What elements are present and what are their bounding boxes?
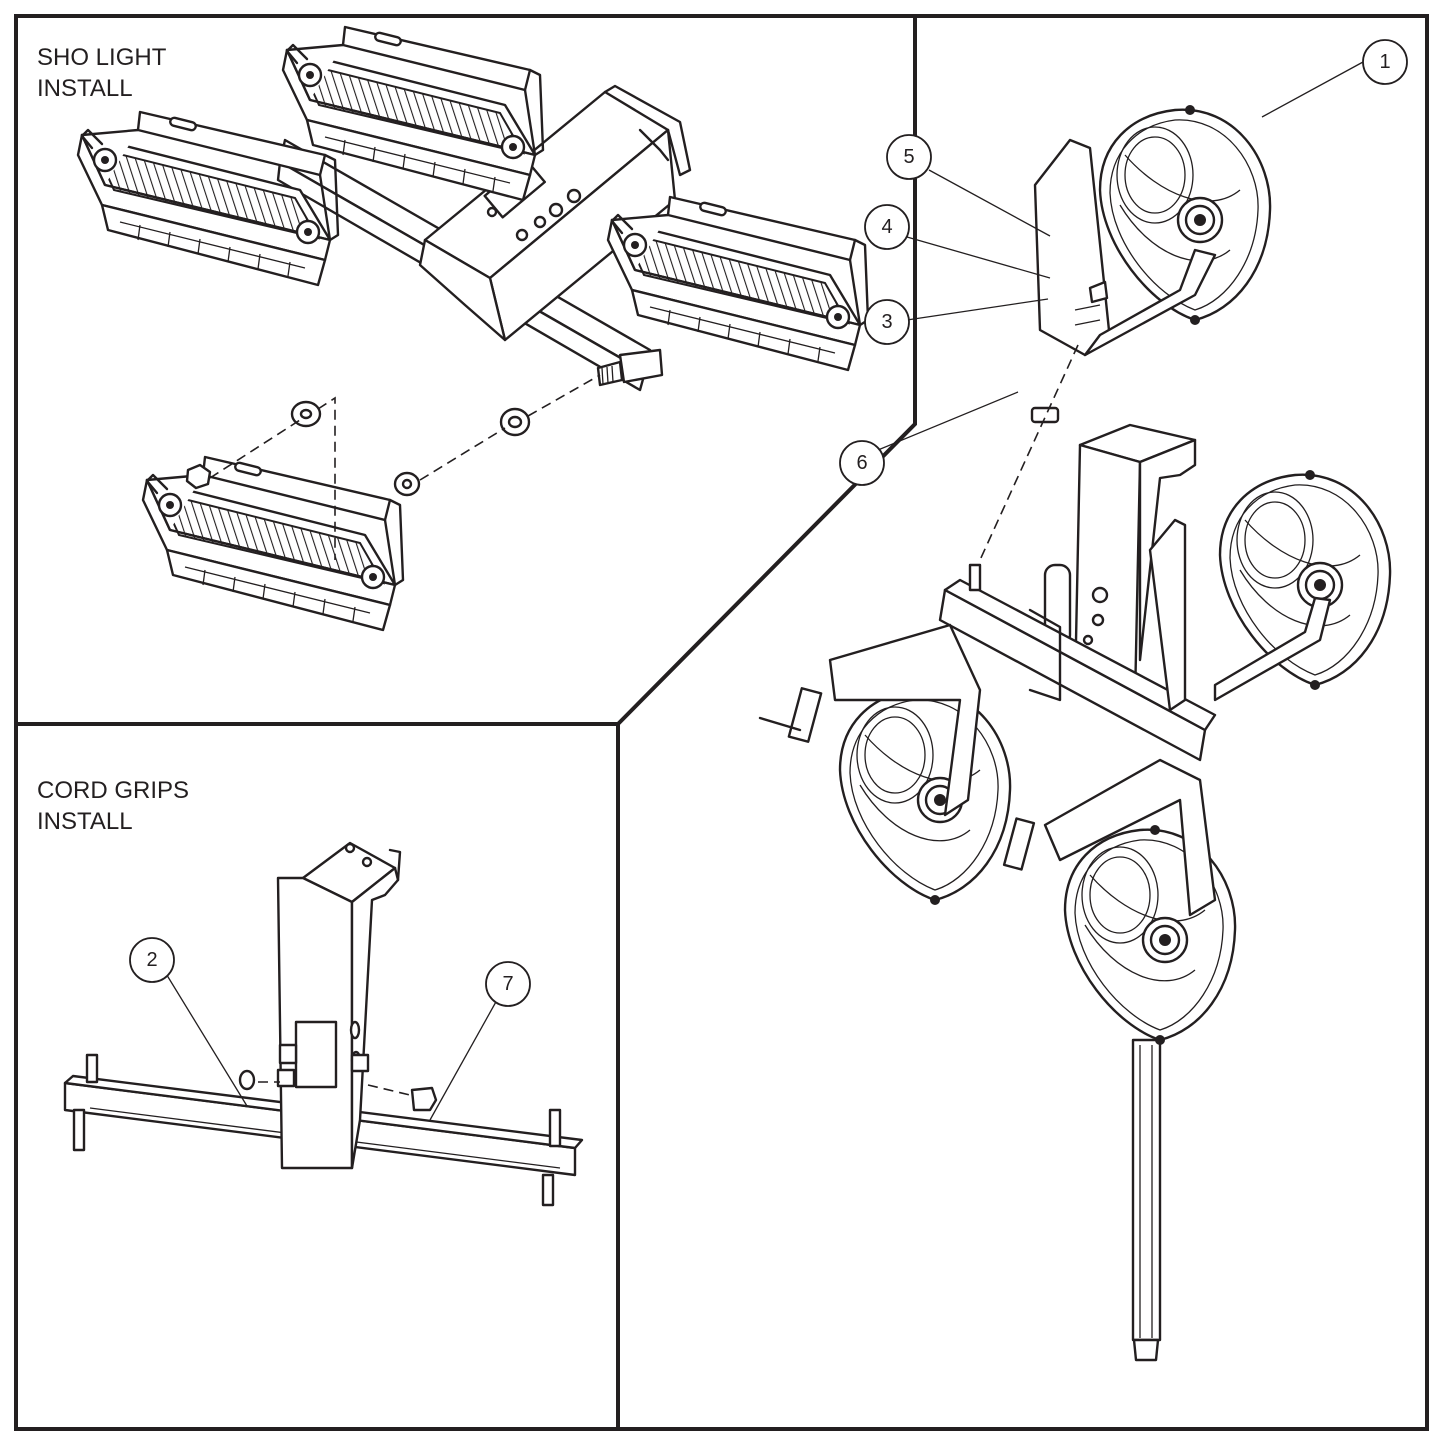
pole xyxy=(1131,1038,1162,1342)
callout-3: 3 xyxy=(864,299,910,345)
callout-6-label: 6 xyxy=(856,452,867,474)
reflector-front-left xyxy=(838,683,1012,907)
reflector-rear-right xyxy=(1218,468,1392,692)
cord-grips-assembly xyxy=(63,841,584,1207)
lock-nut xyxy=(238,1069,256,1091)
callout-7: 7 xyxy=(485,961,531,1007)
stud xyxy=(596,360,624,387)
leader-lines xyxy=(164,61,1364,1121)
center-bracket xyxy=(418,84,692,342)
callout-3-label: 3 xyxy=(881,311,892,333)
callout-5-label: 5 xyxy=(903,146,914,168)
sho-light-exploded xyxy=(141,455,405,632)
vertical-bracket xyxy=(276,841,402,1170)
exploded-yoke xyxy=(1033,138,1112,357)
callout-4: 4 xyxy=(864,204,910,250)
callout-7-label: 7 xyxy=(502,973,513,995)
sho-light-right xyxy=(606,195,870,372)
cord-grip xyxy=(410,1086,438,1112)
callout-6: 6 xyxy=(839,440,885,486)
sho-light-assembly xyxy=(76,25,870,632)
callout-1: 1 xyxy=(1362,39,1408,85)
sho-light-install-title: SHO LIGHT INSTALL xyxy=(37,44,167,102)
nut xyxy=(185,463,212,490)
callout-2-label: 2 xyxy=(146,949,157,971)
callout-2: 2 xyxy=(129,937,175,983)
tower-assembly xyxy=(758,103,1392,1362)
hardware-washers xyxy=(185,400,531,497)
callout-4-label: 4 xyxy=(881,216,892,238)
spacer xyxy=(1030,406,1060,424)
callout-5: 5 xyxy=(886,134,932,180)
cord-grips-install-title: CORD GRIPS INSTALL xyxy=(37,777,190,835)
callout-1-label: 1 xyxy=(1379,51,1390,73)
sho-light-left xyxy=(76,110,340,287)
